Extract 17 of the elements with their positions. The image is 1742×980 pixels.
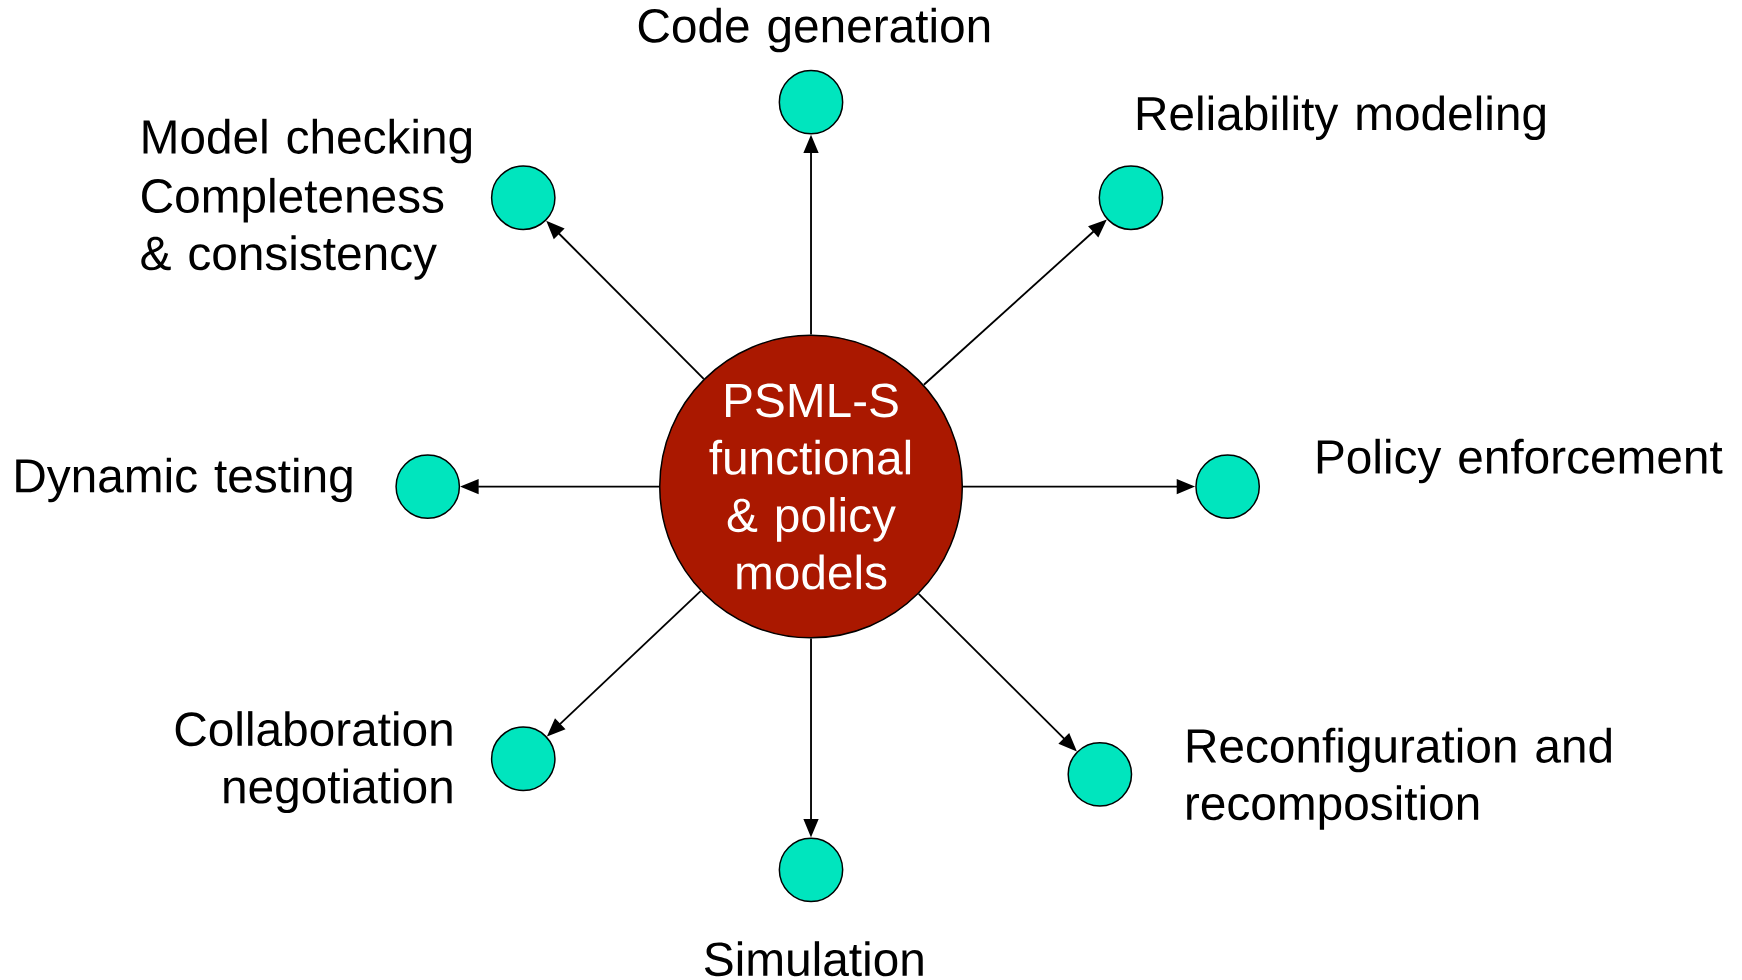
target-circle	[490, 726, 556, 792]
node-label: Reliability modeling	[1137, 95, 1545, 141]
target-circle	[778, 69, 844, 135]
target-circle	[1067, 742, 1133, 807]
target-circle	[395, 454, 461, 520]
node-label: Simulation	[705, 941, 923, 977]
target-circle	[1098, 165, 1164, 231]
target-circle	[490, 165, 556, 231]
target-circle	[778, 837, 844, 903]
node-label: Policy enforcement	[1317, 438, 1723, 484]
node-label: Model checking	[143, 118, 472, 164]
target-circle	[1195, 454, 1261, 520]
node-label: Reconfiguration and recomposition	[1187, 727, 1611, 830]
node-label: Code generation	[638, 7, 990, 53]
node-label: Dynamic testing	[16, 457, 352, 503]
node-label: Collaboration negotiation	[175, 711, 452, 814]
node-label: Completeness & consistency	[141, 177, 444, 280]
